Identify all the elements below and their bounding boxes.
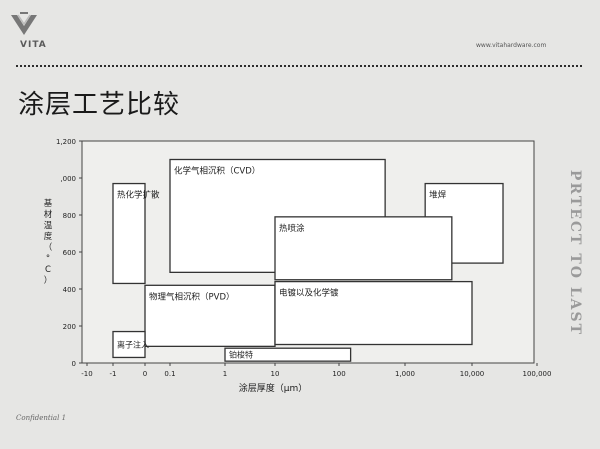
x-tick-label: 0 [143,370,147,378]
x-tick-label: 0.1 [164,370,175,378]
x-tick-label: 1,000 [395,370,415,378]
process-label: 热喷涂 [279,223,305,234]
logo-text: VITA [20,40,47,50]
x-tick-label: -10 [81,370,92,378]
x-tick-label: 100 [332,370,345,378]
process-box-group: 热化学扩散 [112,182,160,285]
slide-title: 涂层工艺比较 [18,90,181,120]
process-box-group: 电镀以及化学镀 [274,280,473,346]
y-axis-title-char: 基 [44,198,53,209]
y-tick-label: 0 [72,360,76,368]
process-box [112,330,146,359]
y-tick-label: 800 [63,212,76,220]
y-axis-title-char: 温 [44,220,53,231]
process-label: 电镀以及化学镀 [279,288,339,299]
footer-text: Confidential 1 [16,414,67,422]
vita-logo-icon [11,12,37,35]
process-box [224,347,352,362]
process-box-group: 热喷涂 [274,216,453,281]
process-label: 物理气相沉积（PVD） [149,291,235,302]
y-axis-title-char: 材 [44,209,53,220]
x-tick-label: 1 [223,370,227,378]
y-tick-label: 1,200 [56,138,76,146]
y-tick-label: ,000 [60,175,76,183]
y-tick-label: 200 [63,323,76,331]
x-tick-label: -1 [110,370,117,378]
y-axis-title-char: （ [44,242,53,253]
process-box-group: 物理气相沉积（PVD） [144,284,276,347]
y-tick-label: 400 [63,286,76,294]
title-divider [16,65,582,67]
y-axis-title: 基材温度（°C） [44,198,53,286]
x-axis-title: 涂层厚度（μm） [239,382,308,394]
y-axis-ticks: 0 200 400 600 800 ,000 1,200 [56,138,82,368]
y-axis-title-char: C [45,265,51,275]
process-label: 铂梭特 [229,350,253,360]
process-label: 堆焊 [429,190,447,201]
website-url: www.vitahardware.com [476,42,547,49]
y-axis-title-char: 度 [44,231,53,242]
process-box [274,280,473,346]
process-box [112,182,146,285]
process-box-group: 离子注入 [112,330,149,359]
x-tick-label: 10,000 [460,370,485,378]
y-axis-title-char: ） [44,275,53,286]
process-label: 热化学扩散 [117,190,160,201]
process-box [144,284,276,347]
x-tick-label: 100,000 [523,370,552,378]
process-box-group: 铂梭特 [224,347,352,362]
x-tick-label: 10 [271,370,280,378]
y-axis-title-char: ° [46,254,50,264]
process-box [274,216,453,281]
process-label: 化学气相沉积（CVD） [174,166,260,177]
side-watermark-text: PRTECT TO LAST [567,169,583,337]
process-label: 离子注入 [117,340,149,350]
y-tick-label: 600 [63,249,76,257]
